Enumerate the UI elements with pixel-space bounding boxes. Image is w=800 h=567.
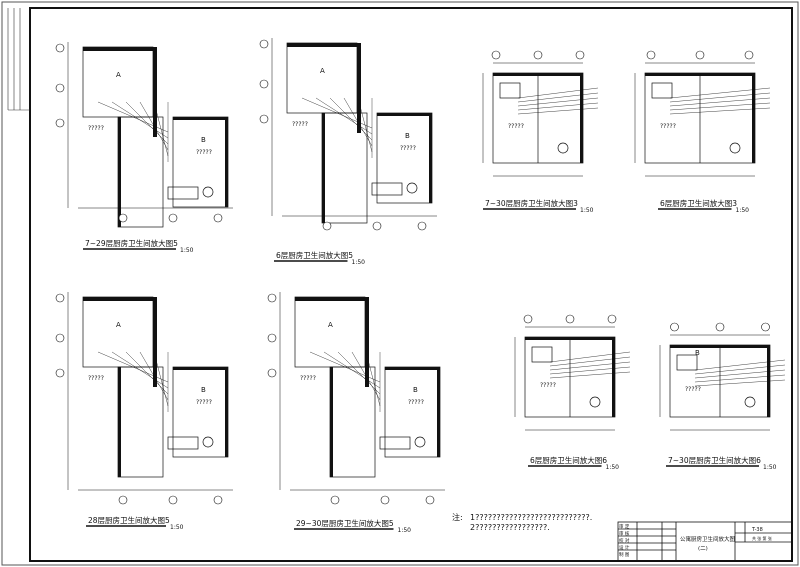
drawing-title: 7~30层厨房卫生间放大图3	[485, 198, 578, 208]
notes: 注: 1???????????????????????????. 2??????…	[452, 512, 592, 532]
drawing-scale: 1:50	[398, 527, 412, 534]
note-2: 2?????????????????.	[470, 523, 550, 532]
drawing-title: 29~30层厨房卫生间放大图5	[296, 518, 394, 528]
room-label: ?????	[660, 123, 676, 130]
room-b-label: B	[201, 136, 206, 144]
room-label: ?????	[508, 123, 524, 130]
notes-prefix: 注:	[452, 512, 463, 522]
drawing-scale: 1:50	[180, 247, 194, 254]
room-a-label: A	[116, 321, 121, 329]
room-label: ?????	[400, 145, 416, 152]
drawing-frame	[29, 7, 793, 562]
tb-drawing-sub: (二)	[698, 546, 708, 552]
drawing-scale: 1:50	[580, 207, 594, 214]
tb-row-3: 校 对	[619, 537, 630, 544]
tb-drawing-no: T-38	[751, 527, 763, 533]
drawing-scale: 1:50	[352, 259, 366, 266]
drawing-title: 6层厨房卫生间放大图6	[530, 455, 607, 465]
binding-margin	[7, 8, 30, 111]
room-label: ?????	[88, 375, 104, 382]
drawing-scale: 1:50	[170, 524, 184, 531]
drawing-scale: 1:50	[606, 464, 620, 471]
drawing-title: 28层厨房卫生间放大图5	[88, 515, 170, 525]
drawing-title: 7~30层厨房卫生间放大图6	[668, 455, 761, 465]
room-label: ?????	[540, 382, 556, 389]
room-b-label: B	[413, 386, 418, 394]
room-label: ?????	[196, 149, 212, 156]
room-a-label: A	[328, 321, 333, 329]
drawing-scale: 1:50	[763, 464, 777, 471]
tb-row-2: 审 核	[619, 530, 630, 537]
room-b-label: B	[405, 132, 410, 140]
room-b-label: B	[201, 386, 206, 394]
room-label: ?????	[408, 399, 424, 406]
room-label: ?????	[685, 386, 701, 393]
tb-row-4: 设 计	[619, 544, 630, 551]
room-label: ?????	[88, 125, 104, 132]
drawing-title: 6层厨房卫生间放大图5	[276, 250, 353, 260]
room-label: ?????	[300, 375, 316, 382]
tb-drawing-name: 公寓厨房卫生间放大图	[680, 535, 736, 543]
tb-row-5: 制 图	[619, 551, 630, 558]
tb-sheet: 共 张 第 张	[752, 535, 772, 541]
note-1: 1???????????????????????????.	[470, 513, 592, 522]
room-a-label: A	[116, 71, 121, 79]
room-a-label: A	[320, 67, 325, 75]
room-label: ?????	[196, 399, 212, 406]
room-label: ?????	[292, 121, 308, 128]
title-block	[617, 521, 793, 562]
drawing-title: 7~29层厨房卫生间放大图5	[85, 238, 178, 248]
drawing-title: 6层厨房卫生间放大图3	[660, 198, 737, 208]
tb-row-1: 审 定	[619, 523, 630, 530]
drawing-scale: 1:50	[736, 207, 750, 214]
floor-plan-detail: A B?????????? 29~30层厨房卫生间放大图5 1:50	[267, 292, 445, 534]
room-b-label: B	[695, 349, 700, 357]
